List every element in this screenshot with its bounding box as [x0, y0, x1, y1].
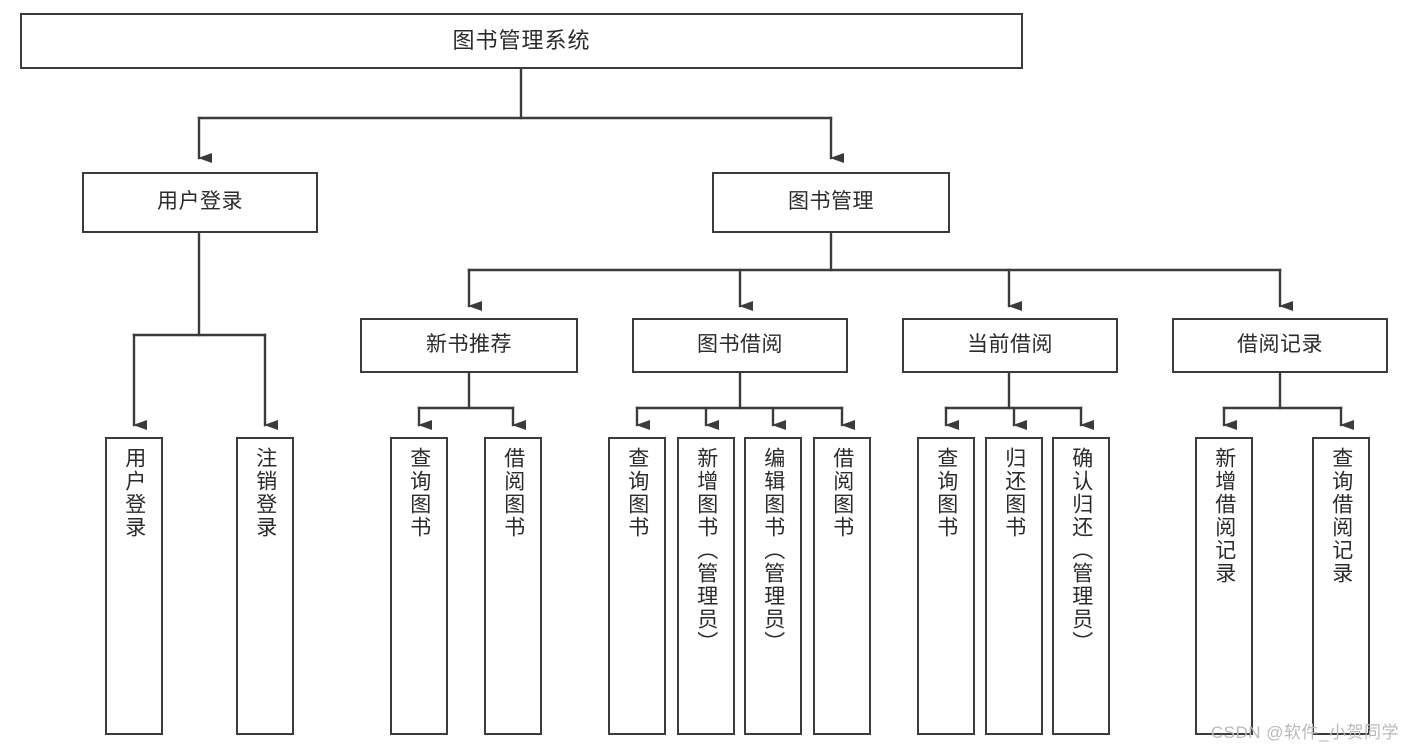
node-label: 确认归还（管理员） [1069, 447, 1093, 654]
node-label: 查询图书 [407, 447, 431, 539]
leaf-borrow-record-add-record[interactable]: 新增借阅记录 [1195, 437, 1253, 735]
leaf-user-login-logout[interactable]: 注销登录 [236, 437, 294, 735]
node-book-borrow[interactable]: 图书借阅 [632, 318, 848, 373]
node-label: 注销登录 [253, 447, 277, 539]
node-label: 借阅记录 [1237, 333, 1323, 357]
node-label: 用户登录 [122, 447, 146, 539]
node-label: 查询借阅记录 [1329, 447, 1353, 585]
leaf-book-borrow-query-book[interactable]: 查询图书 [608, 437, 666, 735]
leaf-new-book-query-book[interactable]: 查询图书 [390, 437, 448, 735]
leaf-current-borrow-return-book[interactable]: 归还图书 [985, 437, 1043, 735]
node-label: 当前借阅 [967, 333, 1053, 357]
node-label: 新书推荐 [426, 333, 512, 357]
leaf-current-borrow-confirm-return-admin[interactable]: 确认归还（管理员） [1052, 437, 1110, 735]
leaf-current-borrow-query-book[interactable]: 查询图书 [917, 437, 975, 735]
node-label: 编辑图书（管理员） [761, 447, 785, 654]
node-root-book-management-system[interactable]: 图书管理系统 [20, 13, 1023, 69]
node-label: 新增图书（管理员） [694, 447, 718, 654]
node-label: 借阅图书 [501, 447, 525, 539]
node-label: 用户登录 [157, 190, 243, 214]
node-current-borrow[interactable]: 当前借阅 [902, 318, 1118, 373]
node-borrow-record[interactable]: 借阅记录 [1172, 318, 1388, 373]
leaf-book-borrow-add-book-admin[interactable]: 新增图书（管理员） [677, 437, 735, 735]
node-label: 图书管理 [788, 190, 874, 214]
node-label: 图书管理系统 [452, 27, 591, 53]
leaf-new-book-borrow-book[interactable]: 借阅图书 [484, 437, 542, 735]
node-label: 查询图书 [934, 447, 958, 539]
watermark: CSDN @软件_小贺同学 [1210, 723, 1399, 742]
node-label: 图书借阅 [697, 333, 783, 357]
node-book-management[interactable]: 图书管理 [712, 172, 950, 233]
node-label: 查询图书 [625, 447, 649, 539]
node-label: 借阅图书 [830, 447, 854, 539]
node-user-login[interactable]: 用户登录 [82, 172, 318, 233]
leaf-user-login-user-login[interactable]: 用户登录 [105, 437, 163, 735]
node-new-book-recommend[interactable]: 新书推荐 [360, 318, 578, 373]
leaf-book-borrow-borrow-book[interactable]: 借阅图书 [813, 437, 871, 735]
node-label: 归还图书 [1002, 447, 1026, 539]
leaf-borrow-record-query-record[interactable]: 查询借阅记录 [1312, 437, 1370, 735]
leaf-book-borrow-edit-book-admin[interactable]: 编辑图书（管理员） [744, 437, 802, 735]
node-label: 新增借阅记录 [1212, 447, 1236, 585]
